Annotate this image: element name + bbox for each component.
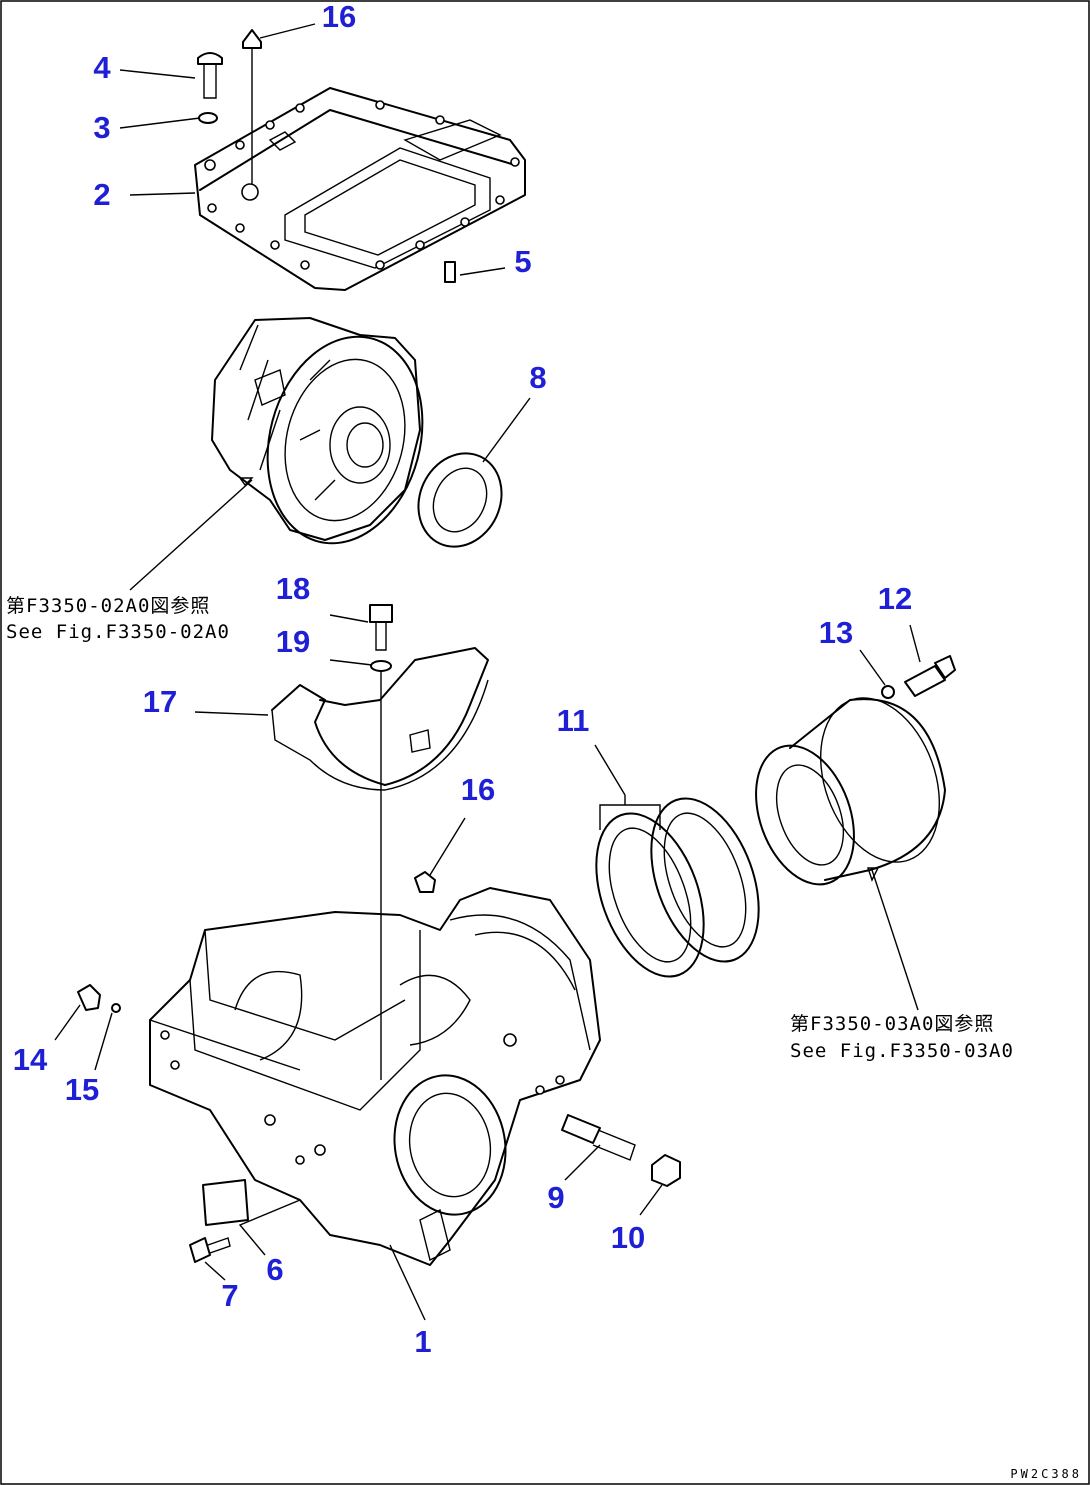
bolt-part-18: [369, 604, 393, 651]
callout-19[interactable]: 19: [276, 624, 310, 659]
callout-4[interactable]: 4: [93, 50, 111, 85]
housing-part-1: [149, 887, 601, 1266]
stud-part-9: [561, 1114, 636, 1161]
callout-13[interactable]: 13: [819, 615, 853, 650]
bearing-part-8: [417, 452, 503, 548]
callout-15[interactable]: 15: [65, 1072, 99, 1107]
bolt-part-12: [904, 655, 956, 697]
callout-9[interactable]: 9: [547, 1180, 564, 1215]
callout-17[interactable]: 17: [143, 684, 177, 719]
callout-labels: 1 2 3 4 5 6 7 8 9 10 11 12 13 14 15 16 1…: [13, 0, 912, 1359]
cover-part-2: [194, 87, 526, 291]
ref-left-jp: 第F3350-02A0図参照: [6, 595, 210, 617]
callout-6[interactable]: 6: [266, 1252, 283, 1287]
callout-7[interactable]: 7: [221, 1278, 238, 1313]
callout-14[interactable]: 14: [13, 1042, 48, 1077]
ref-right-jp: 第F3350-03A0図参照: [790, 1013, 994, 1035]
drawing-code: PW2C388: [1010, 1467, 1082, 1481]
ref-right-en: See Fig.F3350-03A0: [790, 1040, 1014, 1062]
dowel-part-5: [444, 261, 456, 283]
callout-5[interactable]: 5: [514, 244, 531, 279]
shim-part-11: [595, 797, 760, 978]
callout-8[interactable]: 8: [529, 360, 546, 395]
callout-10[interactable]: 10: [611, 1220, 645, 1255]
plug-part-16-lower: [414, 871, 436, 893]
cage-assembly: [755, 697, 946, 886]
leader-lines: [54, 23, 921, 1321]
bolt-part-4: [197, 52, 223, 99]
plug-part-16-top: [242, 29, 262, 185]
differential-assembly: [211, 317, 424, 545]
callout-16-lower[interactable]: 16: [461, 772, 495, 807]
callout-2[interactable]: 2: [93, 177, 110, 212]
ref-left-en: See Fig.F3350-02A0: [6, 621, 230, 643]
callout-11[interactable]: 11: [557, 703, 590, 738]
washer-part-13: [881, 685, 895, 699]
nut-part-10: [651, 1154, 681, 1187]
plug-part-7: [189, 1237, 231, 1263]
plug-part-14: [77, 984, 101, 1011]
callout-3[interactable]: 3: [93, 110, 110, 145]
gasket-part-6: [202, 1179, 249, 1226]
figure-references: 第F3350-02A0図参照 See Fig.F3350-02A0 第F3350…: [6, 595, 1014, 1062]
bracket-part-17: [271, 647, 489, 1080]
o-ring-part-15: [111, 1003, 121, 1013]
callout-1[interactable]: 1: [414, 1324, 431, 1359]
callout-12[interactable]: 12: [878, 581, 912, 616]
callout-16-top[interactable]: 16: [322, 0, 356, 34]
callout-18[interactable]: 18: [276, 571, 310, 606]
